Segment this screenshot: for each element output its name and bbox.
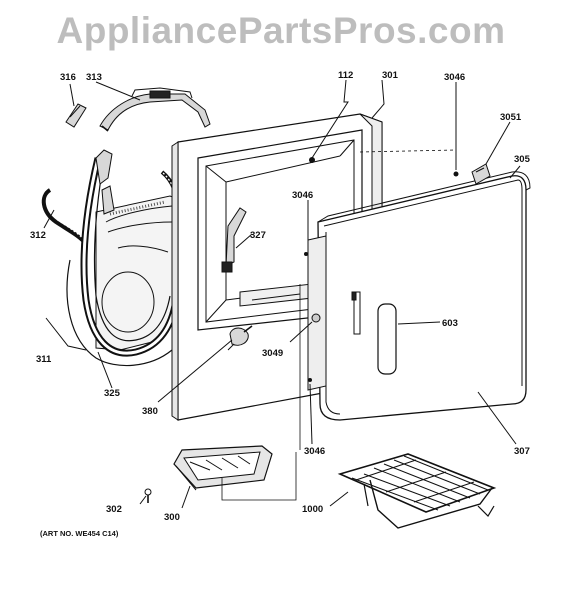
callout-380: 380 [142, 406, 158, 417]
part-300-vent [173, 445, 273, 491]
part-3051-hinge [453, 163, 491, 185]
screw-3046-bottom [308, 378, 312, 382]
callout-3046-mid: 3046 [292, 190, 313, 201]
callout-3049: 3049 [262, 348, 283, 359]
callout-3051: 3051 [500, 112, 522, 123]
part-316-label-strip [65, 103, 87, 128]
callout-305: 305 [514, 154, 531, 165]
callout-603: 603 [442, 318, 458, 329]
leader-lines [43, 79, 521, 509]
callout-112: 112 [338, 70, 353, 81]
drum-front-assembly [66, 149, 181, 367]
callout-311: 311 [36, 354, 52, 365]
callout-312: 312 [30, 230, 46, 241]
callout-302: 302 [106, 504, 122, 515]
art-number: (ART NO. WE454 C14) [40, 529, 119, 538]
part-302-screw [144, 488, 152, 503]
screw-3046-mid [304, 252, 308, 256]
callout-3046-bottom: 3046 [304, 446, 325, 457]
part-305-door-assembly [307, 171, 531, 421]
part-380-connector [227, 325, 253, 351]
callout-301: 301 [382, 70, 399, 81]
part-3049-grommet [311, 313, 321, 323]
callout-325: 325 [104, 388, 121, 399]
callout-313: 313 [86, 72, 102, 83]
callout-3046-top: 3046 [444, 72, 465, 83]
part-1000-drying-rack [337, 453, 497, 529]
callout-316: 316 [60, 72, 76, 83]
callout-327: 327 [250, 230, 266, 241]
watermark: AppliancePartsPros.com [56, 10, 506, 51]
part-313-bracket [99, 87, 211, 132]
callout-300: 300 [164, 512, 180, 523]
part-312-gasket [41, 188, 88, 246]
callout-307: 307 [514, 446, 530, 457]
callout-1000: 1000 [302, 504, 323, 515]
